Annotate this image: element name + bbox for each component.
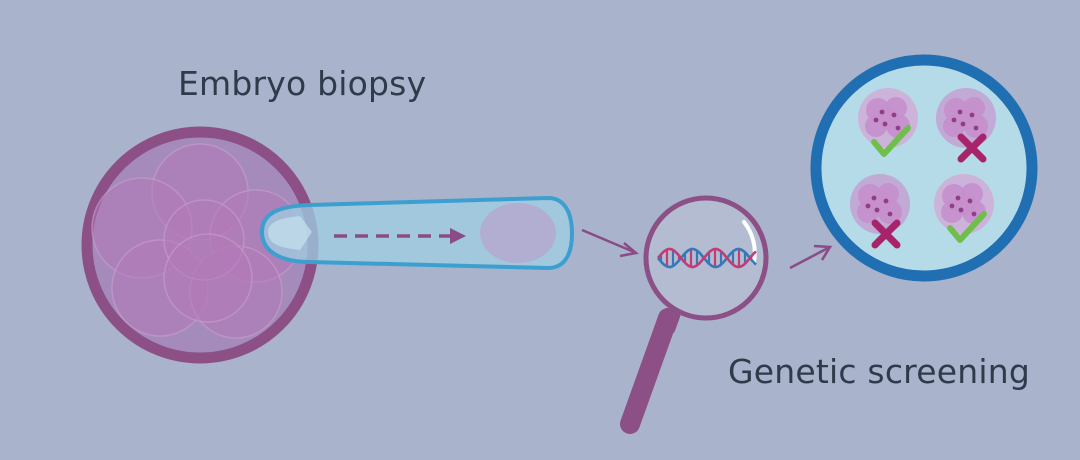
cell-nucleus bbox=[865, 203, 871, 209]
cell-nucleus bbox=[873, 117, 879, 123]
cell-nucleus bbox=[895, 125, 901, 131]
lens-glare bbox=[742, 220, 757, 264]
embryo-biopsy-label: Embryo biopsy bbox=[178, 64, 427, 103]
dna-strand bbox=[657, 247, 757, 269]
arrow-line bbox=[581, 228, 635, 254]
check-icon bbox=[947, 211, 987, 243]
cell-nucleus bbox=[887, 211, 893, 217]
pipette-tip-highlight bbox=[268, 216, 312, 250]
arrow-head bbox=[619, 242, 639, 258]
cell-nucleus bbox=[960, 121, 966, 127]
cell-nucleus bbox=[958, 207, 964, 213]
cell-nucleus bbox=[969, 112, 975, 118]
magnifying-glass-icon bbox=[620, 195, 769, 434]
embryo-cell bbox=[869, 193, 891, 215]
embryo-cell bbox=[877, 107, 899, 129]
biopsy-pipette bbox=[259, 195, 575, 271]
results-grid bbox=[850, 88, 996, 249]
screened-embryo bbox=[936, 88, 996, 163]
genetic-screening-label: Genetic screening bbox=[728, 352, 1030, 391]
embryo-cell bbox=[955, 107, 977, 129]
cell-nucleus bbox=[871, 195, 877, 201]
cell-nucleus bbox=[949, 203, 955, 209]
screened-embryo bbox=[934, 174, 994, 243]
cell-nucleus bbox=[971, 211, 977, 217]
arrow-head bbox=[813, 244, 833, 261]
cross-icon bbox=[957, 133, 987, 163]
cell-nucleus bbox=[883, 198, 889, 204]
results-ring bbox=[810, 54, 1038, 282]
embryo-cell bbox=[953, 193, 975, 215]
magnifier-neck bbox=[659, 308, 681, 334]
embryo-cell bbox=[163, 233, 253, 323]
arrow-to-results bbox=[789, 244, 833, 270]
dna-strand bbox=[657, 247, 757, 269]
screened-embryo bbox=[858, 88, 918, 157]
cell-nucleus bbox=[957, 109, 963, 115]
magnifier-lens bbox=[643, 195, 769, 321]
cell-nucleus bbox=[879, 109, 885, 115]
cell-nucleus bbox=[891, 112, 897, 118]
cell-nucleus bbox=[967, 198, 973, 204]
arrow-to-screening bbox=[581, 228, 639, 258]
dna-helix-icon bbox=[657, 247, 757, 269]
cell-nucleus bbox=[874, 207, 880, 213]
magnifier-handle bbox=[620, 308, 678, 434]
arrow-head bbox=[450, 228, 466, 244]
embryo bbox=[81, 126, 319, 364]
screened-embryo bbox=[850, 174, 910, 249]
screening-results bbox=[810, 54, 1038, 282]
dashed-transfer-arrow bbox=[334, 228, 466, 244]
cross-icon bbox=[871, 219, 901, 249]
cell-nucleus bbox=[955, 195, 961, 201]
embryo-cells bbox=[91, 143, 303, 339]
cell-nucleus bbox=[951, 117, 957, 123]
biopsied-cell bbox=[480, 203, 556, 263]
cell-nucleus bbox=[973, 125, 979, 131]
cell-nucleus bbox=[882, 121, 888, 127]
arrow-line bbox=[789, 246, 829, 270]
check-icon bbox=[871, 125, 911, 157]
